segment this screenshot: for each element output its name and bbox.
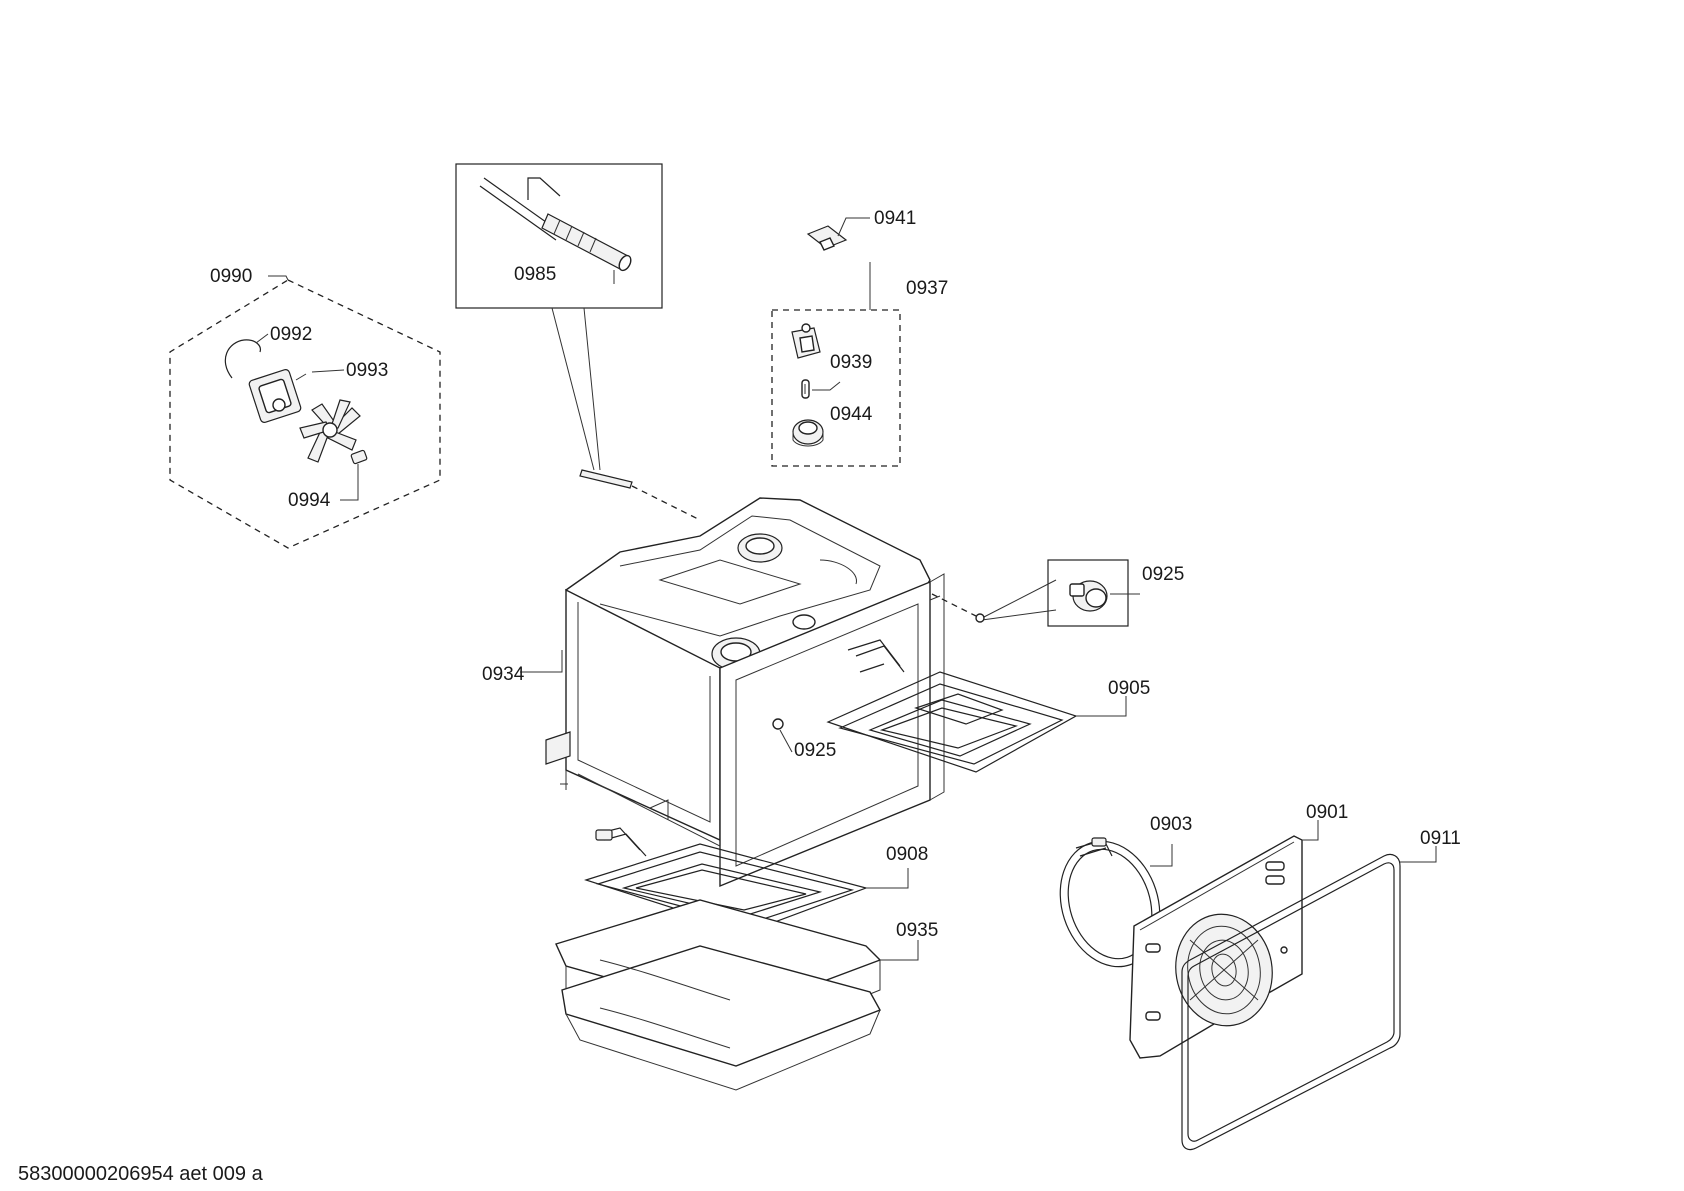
part-0941-group: [806, 217, 870, 251]
part-0985-leader-right: [583, 307, 601, 471]
label-0901: 0901: [1306, 802, 1348, 823]
part-0905-leader: [1076, 696, 1127, 717]
label-0934: 0934: [482, 664, 525, 685]
part-lamp-holder: [791, 323, 821, 359]
part-0990-leader: [268, 275, 289, 281]
part-0985-leader-left: [551, 307, 595, 471]
label-0925-top: 0925: [1142, 564, 1184, 585]
part-fan-blade: [299, 399, 361, 463]
part-0925-knob: [1069, 580, 1108, 612]
label-0990: 0990: [210, 266, 252, 287]
part-0925-top-leader-a: [981, 579, 1057, 619]
part-0935-insulation: [555, 899, 919, 1091]
footer-code: 58300000206954 aet 009 a: [18, 1163, 264, 1185]
lamp-group-outline: [771, 309, 901, 467]
oven-cavity: [520, 497, 945, 888]
fan-motor-group: [169, 275, 441, 549]
label-0944: 0944: [830, 404, 873, 425]
lamp-group: [771, 262, 901, 467]
part-0993-motor: [248, 369, 307, 423]
part-0911-leader: [1400, 846, 1437, 863]
part-lamp-cover: [792, 419, 824, 447]
part-0911-seal: [1181, 846, 1437, 1151]
part-0925-inner-leader: [779, 729, 793, 753]
label-0925-inner: 0925: [794, 740, 836, 761]
label-0941: 0941: [874, 208, 916, 229]
label-0935: 0935: [896, 920, 938, 941]
part-0925-inner: [772, 718, 784, 730]
part-0992-clip: [224, 339, 261, 379]
label-0939: 0939: [830, 352, 872, 373]
part-0994-leader: [340, 464, 359, 501]
part-0939-leader: [812, 381, 841, 391]
label-0905: 0905: [1108, 678, 1150, 699]
part-0905-grill-element: [826, 639, 1127, 773]
label-0993: 0993: [346, 360, 388, 381]
part-0908-leader: [866, 868, 909, 889]
part-0901-leader: [1302, 820, 1319, 841]
part-0941-leader: [837, 217, 870, 237]
part-0993-leader: [311, 369, 345, 373]
part-0903-leader: [1150, 844, 1173, 867]
part-0925-detail-box: [1047, 559, 1129, 627]
oven-hinge-bracket: [545, 731, 571, 765]
label-0937: 0937: [906, 278, 948, 299]
label-0994: 0994: [288, 490, 331, 511]
part-0901-rear-panel: [1129, 820, 1319, 1059]
part-0985-detail-box: [455, 163, 663, 309]
part-0994-nut: [350, 449, 368, 465]
part-0934-leader: [520, 650, 563, 673]
part-0944-bulb: [801, 379, 810, 399]
label-0985: 0985: [514, 264, 556, 285]
part-0985-sensor: [541, 213, 632, 272]
fan-motor-group-outline: [169, 279, 441, 549]
part-0925-top-group: [931, 559, 1140, 627]
part-0985-installed: [579, 469, 633, 489]
part-0992-leader: [255, 333, 269, 344]
label-0911: 0911: [1420, 828, 1461, 849]
label-0992: 0992: [270, 324, 312, 345]
sensor-detail-group: [455, 163, 701, 521]
label-0903: 0903: [1150, 814, 1192, 835]
part-0925-top-leader-b: [981, 609, 1057, 621]
part-0903-ring-element: [1059, 837, 1173, 968]
label-0908: 0908: [886, 844, 928, 865]
part-0935-leader: [880, 940, 919, 961]
